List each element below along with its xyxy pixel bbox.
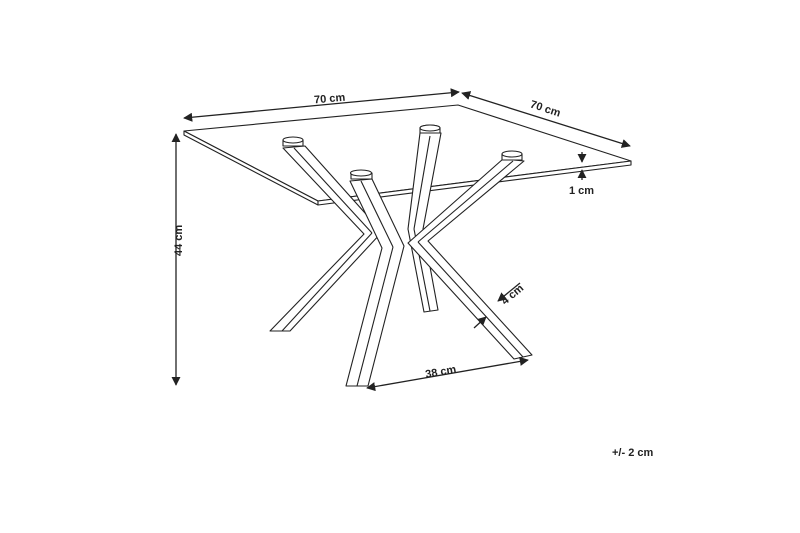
leg-width-dimension-arrows bbox=[473, 282, 521, 329]
leg-spacing-dimension-line bbox=[366, 356, 529, 392]
glass-tabletop bbox=[183, 104, 632, 206]
leg-spacing-label: 38 cm bbox=[424, 364, 457, 381]
width-dimension-line bbox=[183, 88, 460, 122]
right-leg bbox=[407, 150, 533, 360]
left-leg bbox=[269, 136, 383, 332]
width-label: 70 cm bbox=[314, 92, 346, 107]
back-leg bbox=[407, 124, 442, 313]
depth-label: 70 cm bbox=[529, 99, 563, 120]
leg-width-label: 4 cm bbox=[499, 282, 526, 307]
thickness-label: 1 cm bbox=[569, 185, 594, 197]
depth-dimension-line bbox=[461, 91, 631, 148]
tolerance-note: +/- 2 cm bbox=[612, 447, 654, 459]
height-label: 44 cm bbox=[173, 225, 185, 256]
